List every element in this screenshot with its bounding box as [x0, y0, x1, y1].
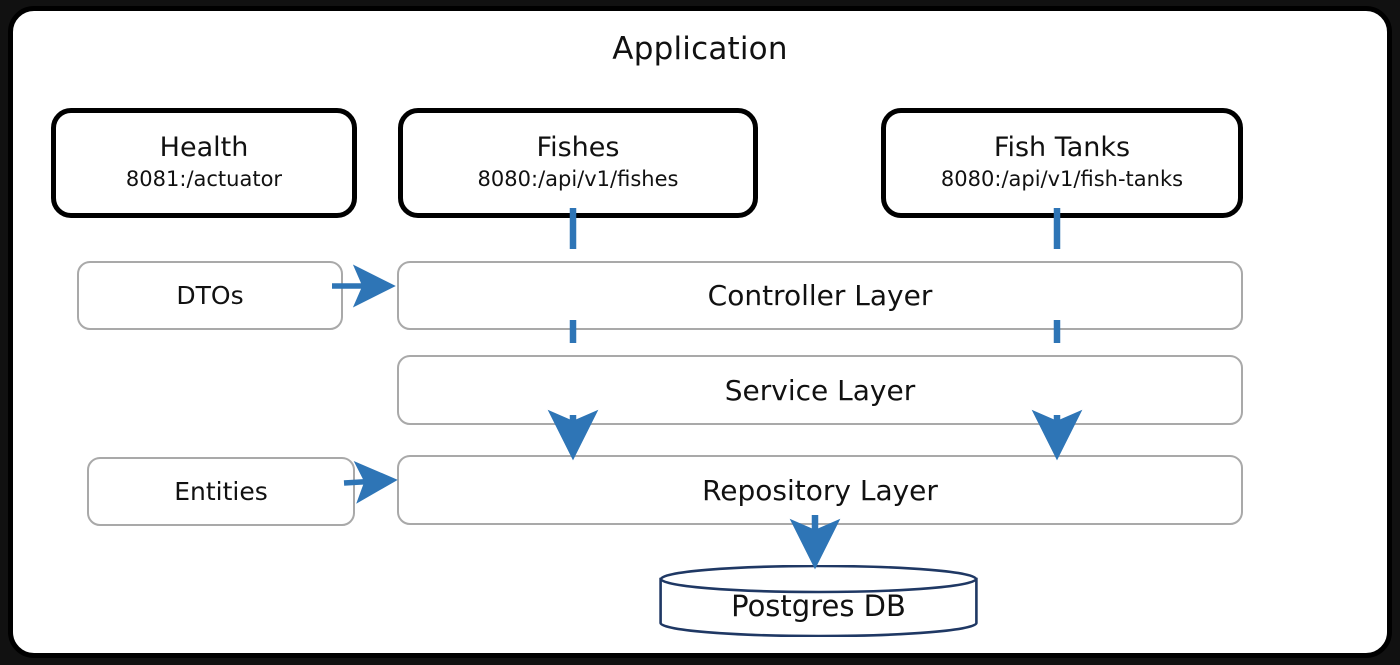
side-box-dtos[interactable]: DTOs: [77, 261, 343, 330]
application-container: Application Health 8081:/actuator Fishes…: [8, 6, 1392, 658]
layer-label: Controller Layer: [707, 279, 933, 312]
page-title: Application: [612, 31, 788, 67]
endpoint-title: Fishes: [536, 132, 620, 164]
layer-box-controller[interactable]: Controller Layer: [397, 261, 1243, 330]
endpoint-box-fish-tanks[interactable]: Fish Tanks 8080:/api/v1/fish-tanks: [881, 108, 1243, 218]
layer-label: Service Layer: [724, 373, 916, 407]
database-cylinder[interactable]: Postgres DB: [659, 564, 978, 638]
side-box-label: Entities: [174, 477, 268, 506]
endpoint-title: Health: [159, 132, 249, 164]
layer-box-service[interactable]: Service Layer: [397, 355, 1243, 425]
endpoint-box-fishes[interactable]: Fishes 8080:/api/v1/fishes: [398, 108, 758, 218]
database-label: Postgres DB: [731, 588, 906, 623]
endpoint-url: 8081:/actuator: [125, 167, 283, 192]
endpoint-url: 8080:/api/v1/fishes: [477, 167, 679, 192]
layer-box-repository[interactable]: Repository Layer: [397, 455, 1243, 525]
layer-label: Repository Layer: [702, 473, 938, 507]
endpoint-title: Fish Tanks: [993, 132, 1131, 164]
side-box-label: DTOs: [176, 281, 244, 310]
endpoint-box-health[interactable]: Health 8081:/actuator: [51, 108, 357, 218]
side-box-entities[interactable]: Entities: [87, 457, 355, 526]
endpoint-url: 8080:/api/v1/fish-tanks: [940, 167, 1184, 192]
